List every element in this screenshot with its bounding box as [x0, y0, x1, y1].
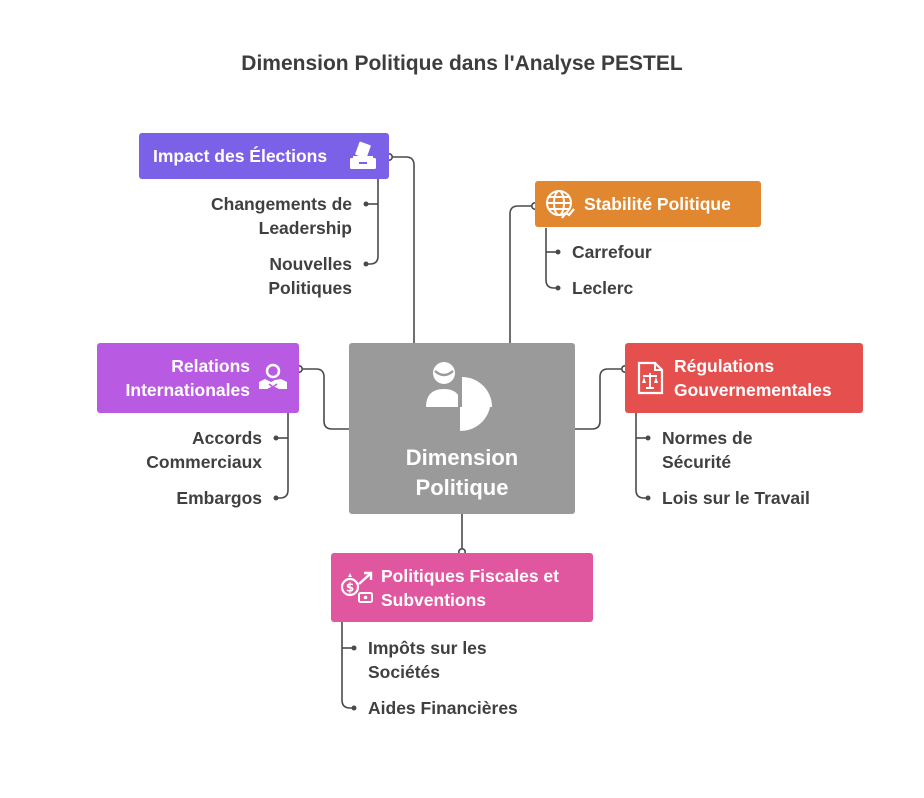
node-stabilite-politique-label: Stabilité Politique	[584, 194, 731, 214]
node-regulations-line2: Gouvernementales	[674, 380, 832, 400]
item-aides-financieres: Aides Financières	[368, 698, 518, 718]
item-accords-commerciaux: Accords Commerciaux	[100, 426, 262, 474]
legal-document-icon	[637, 361, 664, 395]
node-regulations-gouvernementales: Régulations Gouvernementales	[625, 343, 863, 413]
node-relations-line1: Relations	[171, 356, 250, 376]
globe-chart-icon	[546, 190, 575, 219]
item-line: Sécurité	[662, 452, 732, 472]
node-impact-elections-label: Impact des Élections	[153, 146, 328, 166]
node-regulations-line1: Régulations	[674, 356, 775, 376]
node-relations-internationales: Relations Internationales	[97, 343, 299, 413]
center-label-line1: Dimension	[405, 445, 519, 470]
item-normes-securite: Normes de Sécurité	[662, 426, 752, 474]
item-line: Politiques	[268, 278, 352, 298]
item-carrefour: Carrefour	[572, 242, 652, 262]
item-embargos: Embargos	[176, 488, 262, 508]
svg-text:$: $	[346, 581, 354, 595]
diagram-title: Dimension Politique dans l'Analyse PESTE…	[241, 52, 683, 75]
item-lois-travail: Lois sur le Travail	[662, 488, 810, 508]
item-changements-leadership: Changements de Leadership	[150, 192, 352, 240]
item-line: Normes de	[662, 428, 753, 448]
ballot-box-icon	[350, 141, 376, 169]
node-fiscales-line1: Politiques Fiscales et	[381, 566, 559, 586]
center-node: Dimension Politique	[349, 343, 575, 514]
node-relations-label: Relations Internationales	[107, 354, 250, 402]
item-leclerc: Leclerc	[572, 278, 634, 298]
item-line: Leadership	[258, 218, 352, 238]
node-politiques-fiscales: $ Politiques Fiscales et Subventions	[331, 553, 593, 622]
node-impact-elections: Impact des Élections	[139, 133, 389, 179]
item-line: Sociétés	[368, 662, 440, 682]
item-impots-societes: Impôts sur les Sociétés	[368, 636, 487, 684]
item-line: Changements de	[211, 194, 352, 214]
item-line: Nouvelles	[269, 254, 352, 274]
center-label: Dimension Politique	[349, 443, 575, 503]
handshake-icon	[259, 363, 287, 389]
item-line: Impôts sur les	[368, 638, 487, 658]
item-line: Commerciaux	[146, 452, 262, 472]
user-pie-chart-icon	[426, 362, 492, 432]
money-growth-icon: $	[340, 571, 373, 603]
node-regulations-label: Régulations Gouvernementales	[674, 354, 832, 402]
node-fiscales-label: Politiques Fiscales et Subventions	[381, 564, 559, 612]
center-label-line2: Politique	[415, 475, 509, 500]
node-fiscales-line2: Subventions	[381, 590, 487, 610]
item-nouvelles-politiques: Nouvelles Politiques	[150, 252, 352, 300]
node-relations-line2: Internationales	[125, 380, 250, 400]
node-stabilite-politique: Stabilité Politique	[535, 181, 761, 227]
item-line: Accords	[191, 428, 262, 448]
